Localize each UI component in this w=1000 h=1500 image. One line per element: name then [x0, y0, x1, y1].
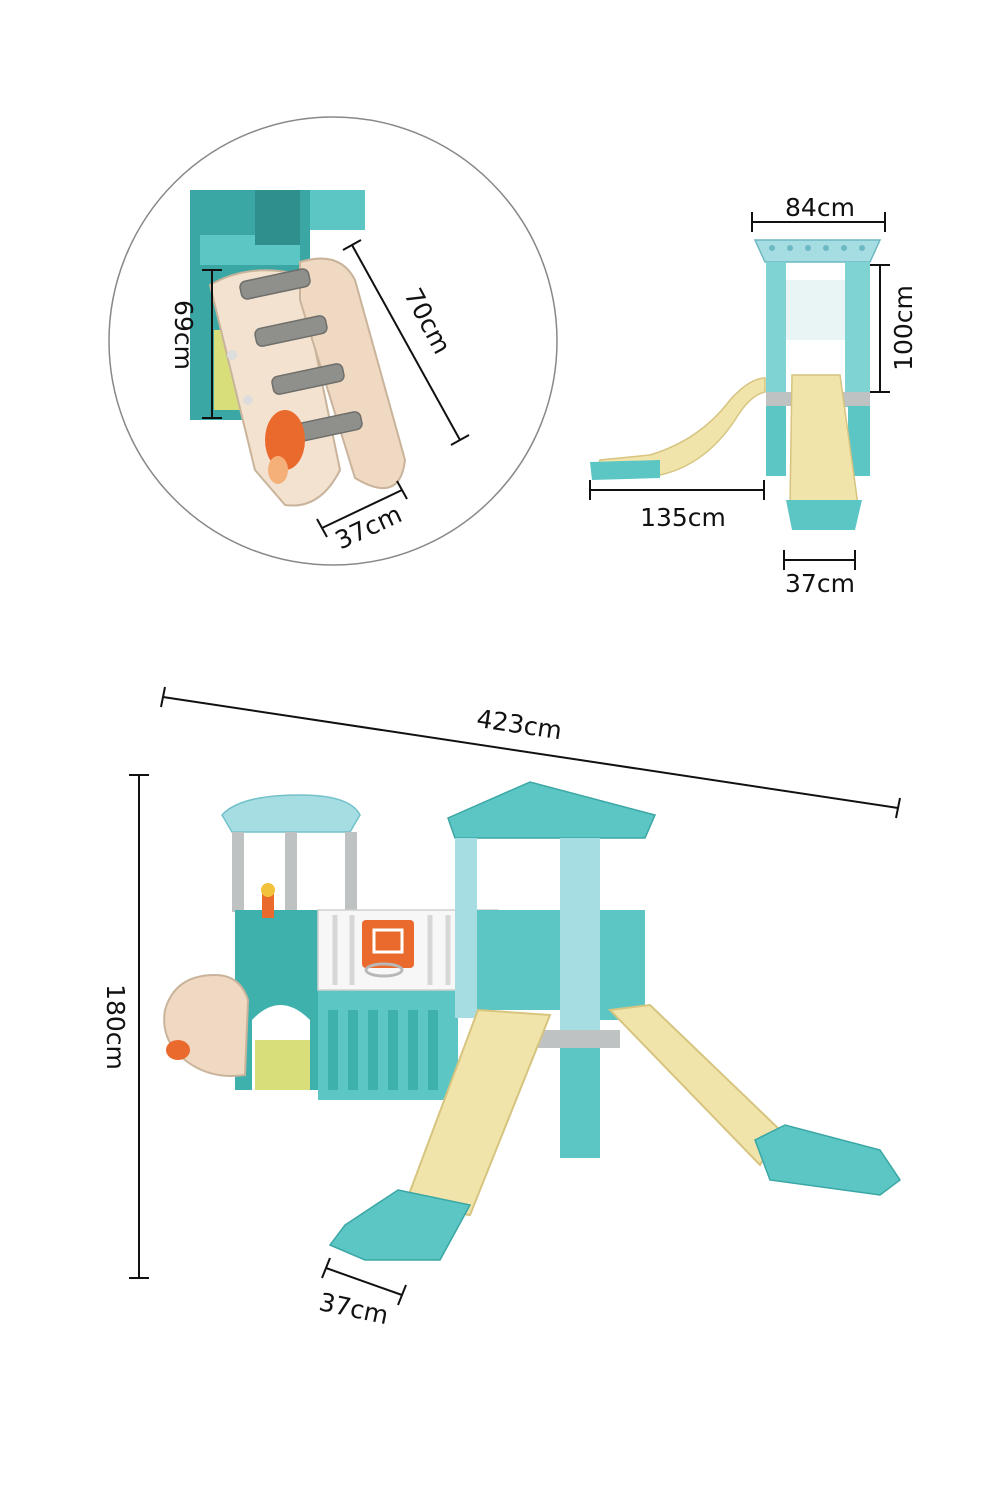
tower-height-label: 100cm — [889, 285, 918, 371]
full-playset-view: 423cm 180cm — [101, 686, 902, 1330]
rocket-window — [265, 410, 305, 470]
front-slide-width-label: 37cm — [317, 1287, 391, 1330]
total-height-label: 180cm — [101, 984, 130, 1070]
total-length-label: 423cm — [475, 704, 564, 745]
top-width-label: 84cm — [785, 193, 855, 222]
big-tower-post-right — [560, 838, 600, 1038]
big-tower-roof — [447, 781, 657, 839]
slide-right — [607, 1003, 782, 1167]
slide-front-left — [403, 1008, 552, 1217]
basketball-hoop — [364, 962, 404, 978]
basketball-board — [362, 920, 414, 968]
slide-width-label: 37cm — [785, 569, 855, 598]
small-tower-roof — [221, 794, 361, 833]
ladder-rail-front — [299, 257, 407, 490]
big-tower-post-left — [455, 838, 477, 1018]
slide-length-label: 135cm — [640, 503, 726, 532]
ladder-detail-view: 69cm 70cm 37cm — [108, 116, 558, 566]
rocket-ladder — [163, 973, 250, 1077]
ladder-height-label: 69cm — [169, 300, 198, 370]
tower-post-right — [845, 262, 870, 407]
tower-post-left — [766, 262, 786, 407]
tower-roof — [753, 239, 882, 263]
slide-side-view: 84cm 100cm 135cm 37cm — [589, 193, 918, 598]
